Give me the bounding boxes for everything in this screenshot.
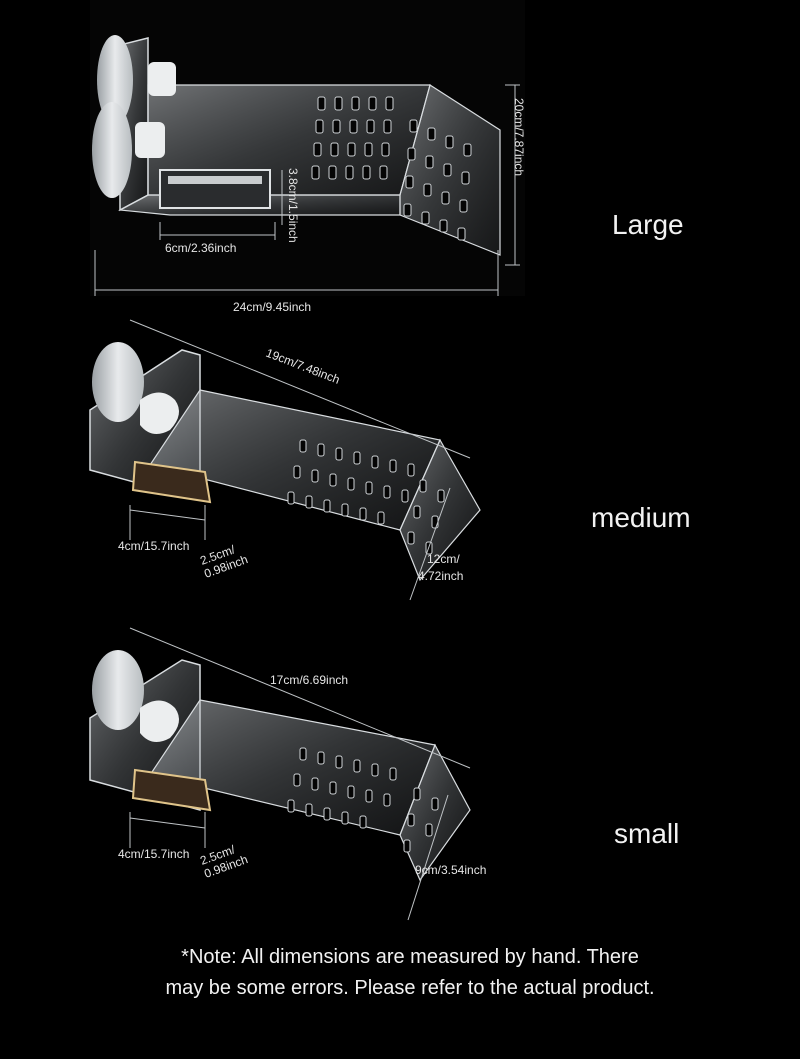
suction-cup-icon xyxy=(92,342,144,422)
large-platform xyxy=(90,0,525,296)
suction-cup-icon xyxy=(97,35,133,125)
medium-feeding-tray xyxy=(131,460,212,504)
large-tray-width-dimension: 6cm/2.36inch xyxy=(165,241,236,255)
screw-knob-icon xyxy=(148,62,176,96)
size-label-medium: medium xyxy=(591,502,691,533)
medium-dimension-lines xyxy=(129,319,471,601)
medium-width-cm: 12cm/ xyxy=(427,552,460,566)
measurement-note: *Note: All dimensions are measured by ha… xyxy=(60,942,760,1004)
small-tray-width-dimension: 4cm/15.7inch xyxy=(118,847,189,861)
suction-cup-icon xyxy=(92,102,132,198)
medium-vent-holes xyxy=(287,439,445,555)
medium-length-dimension: 19cm/7.48inch xyxy=(264,346,342,387)
large-vent-holes xyxy=(311,96,472,241)
large-height-dimension: 20cm/7.87inch xyxy=(512,98,526,176)
small-length-dimension: 17cm/6.69inch xyxy=(270,673,348,687)
size-label-large: Large xyxy=(612,209,684,240)
screw-knob-icon xyxy=(140,392,179,434)
suction-cup-icon xyxy=(92,650,144,730)
small-dimension-lines xyxy=(129,627,471,921)
small-feeding-tray xyxy=(131,768,212,812)
medium-platform xyxy=(89,319,481,601)
medium-ramp xyxy=(399,438,481,582)
size-label-small: small xyxy=(614,818,680,849)
small-vent-holes xyxy=(287,747,439,853)
large-feeding-tray xyxy=(159,169,271,209)
screw-knob-icon xyxy=(140,700,179,742)
small-ramp xyxy=(399,743,471,882)
large-length-dimension: 24cm/9.45inch xyxy=(233,300,311,314)
screw-knob-icon xyxy=(135,122,165,158)
large-tray-depth-dimension: 3.8cm/1.5inch xyxy=(286,168,300,243)
large-dimension-lines xyxy=(94,84,520,296)
medium-top-panel xyxy=(149,389,441,531)
medium-width-in: 4.72inch xyxy=(418,569,463,583)
note-line-2: may be some errors. Please refer to the … xyxy=(165,977,655,999)
small-width-dimension: 9cm/3.54inch xyxy=(415,863,486,877)
note-line-1: *Note: All dimensions are measured by ha… xyxy=(181,946,639,968)
small-platform xyxy=(89,627,471,921)
medium-tray-width-dimension: 4cm/15.7inch xyxy=(118,539,189,553)
